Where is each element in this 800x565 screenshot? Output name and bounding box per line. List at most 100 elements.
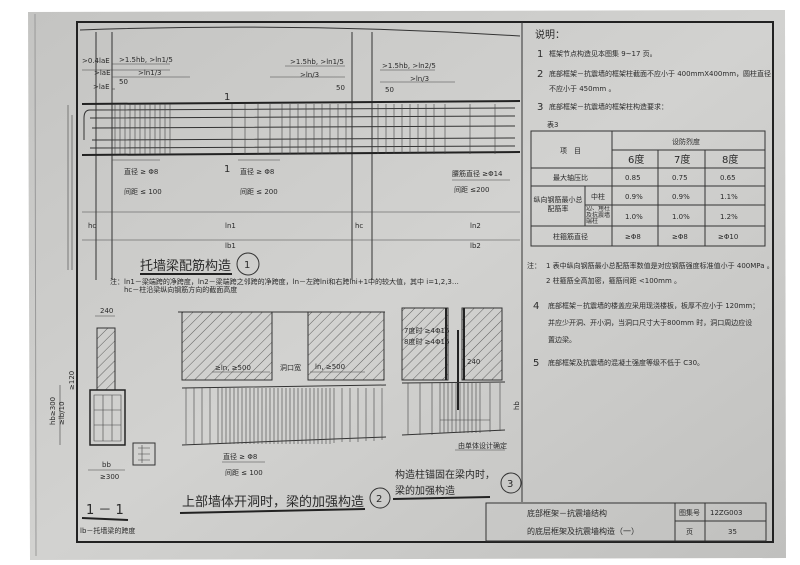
dim-top: >ln/3 (410, 75, 429, 83)
section-title: 1 － 1 (86, 503, 124, 518)
table-caption: 表3 (547, 120, 558, 129)
table-cell: 0.65 (720, 174, 736, 182)
dim-hc: hc (355, 222, 363, 230)
dim-bb: bb (102, 461, 111, 469)
detail-1-beam-reinforcement: >0.4laE >1.5hb, >ln1/5 >laE >ln1/3 >laE … (67, 26, 521, 294)
stirrup-diameter: 直径 ≥ Φ8 (124, 167, 158, 176)
note-number: 2 (537, 69, 543, 80)
table-cell: 最大轴压比 (553, 173, 588, 182)
stirrups (114, 104, 496, 154)
atlas-label: 图集号 (679, 508, 700, 517)
notes: 说明： 1 框架节点构造见本图集 9~17 页。 2 底部框架－抗震墙的框架柱截… (521, 22, 774, 502)
drawing-title: 的底层框架及抗震墙构造（一） (527, 526, 639, 536)
dim-top: >1.5hb, >ln2/5 (382, 62, 436, 70)
note-text: 并应少开洞、开小洞，当洞口尺寸大于800mm 时，洞口周边应设 (548, 318, 752, 327)
dim-bb-min: ≥300 (100, 473, 119, 481)
dim-width: 240 (100, 307, 113, 315)
dim-top: 50 (119, 78, 128, 86)
detail-3-column-anchorage: 7度时 ≥4Φ16 8度时 ≥4Φ16 240 hb 由单体设计确定 构造柱锚固… (392, 307, 522, 500)
note-text: 底部框架－抗震墙的框架柱截面不应小于 400mmX400mm，圆柱直径 (549, 69, 771, 78)
rebar-label: 7度时 ≥4Φ16 (404, 326, 450, 335)
table-cell: 柱箍筋直径 (553, 232, 588, 241)
detail-3-title: 构造柱锚固在梁内时， (395, 468, 495, 481)
dim-ln1: ln1 (225, 222, 236, 230)
detail-1-title: 托墙梁配筋构造 (140, 258, 231, 274)
stirrup-diameter: 直径 ≥ Φ8 (240, 167, 274, 176)
note-line: 注：ln1－梁端跨的净跨度，ln2－梁端跨之邻跨的净跨度，ln－左跨lni和右跨… (110, 278, 459, 286)
detail-1-notes: 注：ln1－梁端跨的净跨度，ln2－梁端跨之邻跨的净跨度，ln－左跨lni和右跨… (110, 278, 515, 294)
note-number: 3 (537, 102, 543, 113)
dim-left: ≥ln, ≥500 (215, 364, 251, 372)
table-note: 2 柱箍筋全高加密，箍筋间距 <100mm 。 (546, 276, 681, 285)
note-text: 底部框架－抗震墙的楼盖应采用现浇楼板，板厚不应小于 120mm； (548, 301, 759, 310)
design-note: 由单体设计确定 (458, 441, 507, 450)
table-header: 项 目 (560, 147, 581, 155)
table-cell: 0.75 (672, 174, 688, 182)
page-number: 35 (728, 528, 737, 536)
table-cell: 0.9% (672, 193, 690, 201)
note-number: 1 (537, 49, 543, 60)
note-text: 底部框架及抗震墙的混凝土强度等级不低于 C30。 (548, 358, 704, 367)
stirrup-spacing: 间距 ≤ 100 (124, 188, 162, 196)
table-header: 8度 (722, 153, 738, 166)
dim-label: 240 (467, 358, 480, 366)
table-cell: ≥Φ10 (718, 233, 738, 241)
section-mark: 1 (224, 164, 230, 175)
dim-top: >1.5hb, >ln1/5 (119, 56, 173, 64)
dim-top: 50 (336, 84, 345, 92)
note-number: 4 (533, 301, 539, 312)
table-cell: 纵向钢筋最小总配筋率 (533, 196, 583, 213)
note-text: 不应小于 450mm 。 (549, 84, 615, 93)
table-cell: 中柱 (591, 192, 605, 201)
drawing-frame (76, 21, 774, 543)
table-cell: 1.0% (672, 213, 690, 221)
table-cell: 1.2% (720, 213, 738, 221)
dim-top: >0.4laE (82, 57, 110, 65)
dim-lb1: lb1 (225, 242, 236, 250)
table-header: 6度 (628, 153, 644, 166)
section-caption: lb－托墙梁的跨度 (80, 526, 135, 535)
stirrup-spacing: 间距 ≤ 100 (225, 469, 263, 477)
note-line: hc－柱沿梁纵向钢筋方向的截面高度 (124, 286, 238, 294)
stirrup-diameter: 直径 ≥ Φ8 (223, 452, 257, 461)
notes-heading: 说明： (535, 28, 565, 41)
stirrup-spacing: 间距 ≤ 200 (240, 188, 278, 196)
dim-ln2: ln2 (470, 222, 481, 230)
dim-top: >ln1/3 (138, 69, 162, 77)
section-mark: 1 (224, 92, 230, 103)
dim-hc: hc (88, 222, 96, 230)
detail-number: 2 (376, 494, 382, 505)
table-cell: 1.1% (720, 193, 738, 201)
note-text: 置边梁。 (548, 335, 576, 344)
drawing-title: 底部框架－抗震墙结构 (527, 508, 607, 518)
table-cell: ≥Φ8 (672, 233, 688, 241)
table-header: 设防烈度 (672, 137, 700, 146)
table-cell: ≥Φ8 (625, 233, 641, 241)
dim-height: ≥lb/10 (58, 401, 66, 425)
detail-2-title: 上部墙体开洞时，梁的加强构造 (182, 494, 364, 510)
table-header: 7度 (674, 153, 690, 166)
table-cell: 0.9% (625, 193, 643, 201)
title-block: 底部框架－抗震墙结构 的底层框架及抗震墙构造（一） 图集号 12ZG003 页 … (485, 502, 767, 542)
dim-top: >1.5hb, >ln1/5 (290, 58, 344, 66)
table-cell: 0.85 (625, 174, 641, 182)
detail-number: 1 (244, 260, 250, 271)
note-number: 5 (533, 358, 539, 369)
table-cell: 1.0% (625, 213, 643, 221)
dim-top: >laE (93, 83, 110, 91)
dim-lb2: lb2 (470, 242, 481, 250)
detail-number: 3 (507, 479, 513, 490)
table-notes-prefix: 注： (527, 261, 541, 270)
dim-height: hb≥300 (49, 397, 57, 425)
waist-bar-diameter: 腰筋直径 ≥Φ14 (452, 169, 503, 178)
dim-height: ≥120 (68, 371, 76, 390)
rebar-label: 8度时 ≥4Φ16 (404, 337, 450, 346)
dim-right: ln, ≥500 (315, 363, 345, 371)
note-text: 底部框架－抗震墙的框架柱构造要求： (549, 102, 668, 111)
dim-top: 50 (385, 86, 394, 94)
section-1-1: 240 hb≥300 ≥lb/10 ≥120 bb ≥300 1 － 1 lb－… (49, 307, 156, 535)
note-text: 框架节点构造见本图集 9~17 页。 (549, 49, 657, 58)
table-cell: 边、角柱及抗震墙端柱 (586, 206, 611, 225)
waist-bar-spacing: 间距 ≤200 (454, 186, 489, 194)
